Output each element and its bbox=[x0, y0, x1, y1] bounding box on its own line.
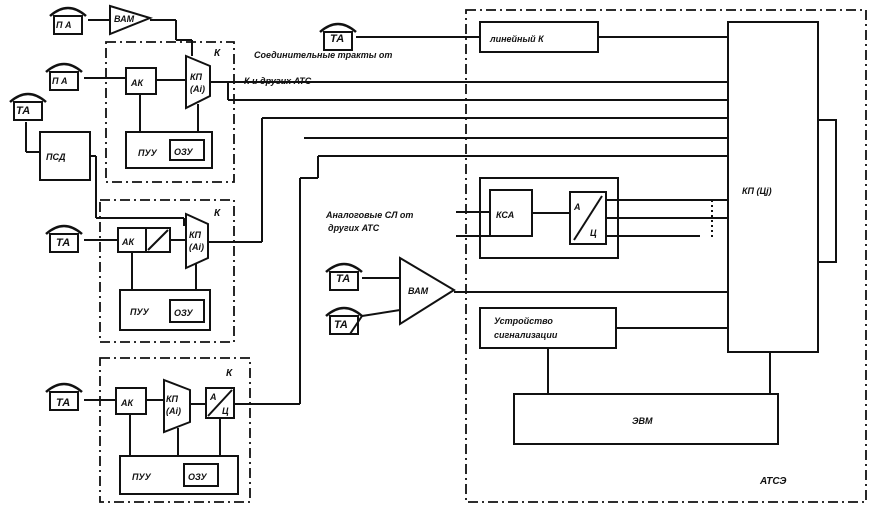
module-3 bbox=[99, 357, 251, 503]
lineyny-k-label: линейный К bbox=[489, 34, 545, 44]
svg-text:TA: TA bbox=[334, 319, 348, 331]
drugikh-ats-label: других АТС bbox=[328, 223, 380, 233]
svg-text:КП: КП bbox=[189, 230, 202, 240]
kp-ai-block bbox=[163, 378, 191, 434]
svg-text:(Аi): (Аi) bbox=[190, 84, 205, 94]
ozu-block bbox=[169, 299, 205, 323]
svg-text:ТА: ТА bbox=[56, 237, 70, 249]
ksa-block bbox=[489, 189, 533, 237]
analog-sl-label: Аналоговые СЛ от bbox=[325, 210, 413, 220]
atse-label: АТСЭ bbox=[759, 476, 787, 487]
svg-text:КП: КП bbox=[166, 394, 179, 404]
svg-text:ПУУ: ПУУ bbox=[132, 472, 152, 482]
svg-text:П А: П А bbox=[52, 76, 67, 86]
kp-tsj-label: КП (Цj) bbox=[742, 186, 772, 196]
vam-center bbox=[399, 256, 456, 326]
trakty-label-2: К и других АТС bbox=[244, 76, 312, 86]
svg-text:КП: КП bbox=[190, 72, 203, 82]
kp-tsj-block bbox=[727, 21, 819, 353]
module-1 bbox=[105, 41, 235, 183]
svg-text:A: A bbox=[573, 202, 581, 212]
kp-ai-block bbox=[185, 54, 211, 110]
svg-text:ОЗУ: ОЗУ bbox=[174, 147, 193, 157]
svg-text:ОЗУ: ОЗУ bbox=[188, 472, 207, 482]
svg-text:ТА: ТА bbox=[330, 33, 344, 45]
svg-text:A: A bbox=[209, 392, 217, 402]
evm-label: ЭВМ bbox=[632, 416, 653, 426]
svg-text:ПУУ: ПУУ bbox=[138, 148, 158, 158]
ksa-label: КСА bbox=[496, 210, 514, 220]
ak-block bbox=[115, 387, 147, 415]
svg-text:Ц: Ц bbox=[222, 406, 229, 416]
atse-boundary bbox=[465, 9, 867, 503]
terminal-top-label: П А bbox=[56, 20, 71, 30]
svg-text:(Аi): (Аi) bbox=[166, 406, 181, 416]
trakty-label: Соединительные тракты от bbox=[254, 50, 392, 60]
svg-text:К: К bbox=[214, 208, 221, 219]
signaling-label-1: Устройство bbox=[494, 316, 553, 326]
svg-text:АК: АК bbox=[120, 398, 134, 408]
ozu-block bbox=[183, 463, 219, 487]
svg-text:ТА: ТА bbox=[16, 105, 30, 117]
svg-text:(Аi): (Аi) bbox=[189, 242, 204, 252]
svg-text:ОЗУ: ОЗУ bbox=[174, 308, 193, 318]
svg-text:ПСД: ПСД bbox=[46, 152, 66, 162]
svg-text:ТА: ТА bbox=[56, 397, 70, 409]
evm-block bbox=[513, 393, 779, 445]
svg-text:АК: АК bbox=[130, 78, 144, 88]
ak-block bbox=[125, 67, 157, 95]
svg-text:АК: АК bbox=[121, 237, 135, 247]
svg-text:ПУУ: ПУУ bbox=[130, 307, 150, 317]
ozu-block bbox=[169, 139, 205, 161]
svg-text:К: К bbox=[226, 368, 233, 379]
svg-text:ТА: ТА bbox=[336, 273, 350, 285]
svg-text:Ц: Ц bbox=[590, 228, 597, 238]
module-2 bbox=[99, 199, 235, 343]
svg-text:ВАМ: ВАМ bbox=[114, 14, 135, 24]
kp-ai-block bbox=[185, 212, 209, 270]
signaling-device-block bbox=[479, 307, 617, 349]
svg-text:К: К bbox=[214, 48, 221, 59]
signaling-label-2: сигнализации bbox=[494, 330, 558, 340]
kp-tsj-side bbox=[817, 119, 837, 263]
svg-text:ВАМ: ВАМ bbox=[408, 286, 429, 296]
